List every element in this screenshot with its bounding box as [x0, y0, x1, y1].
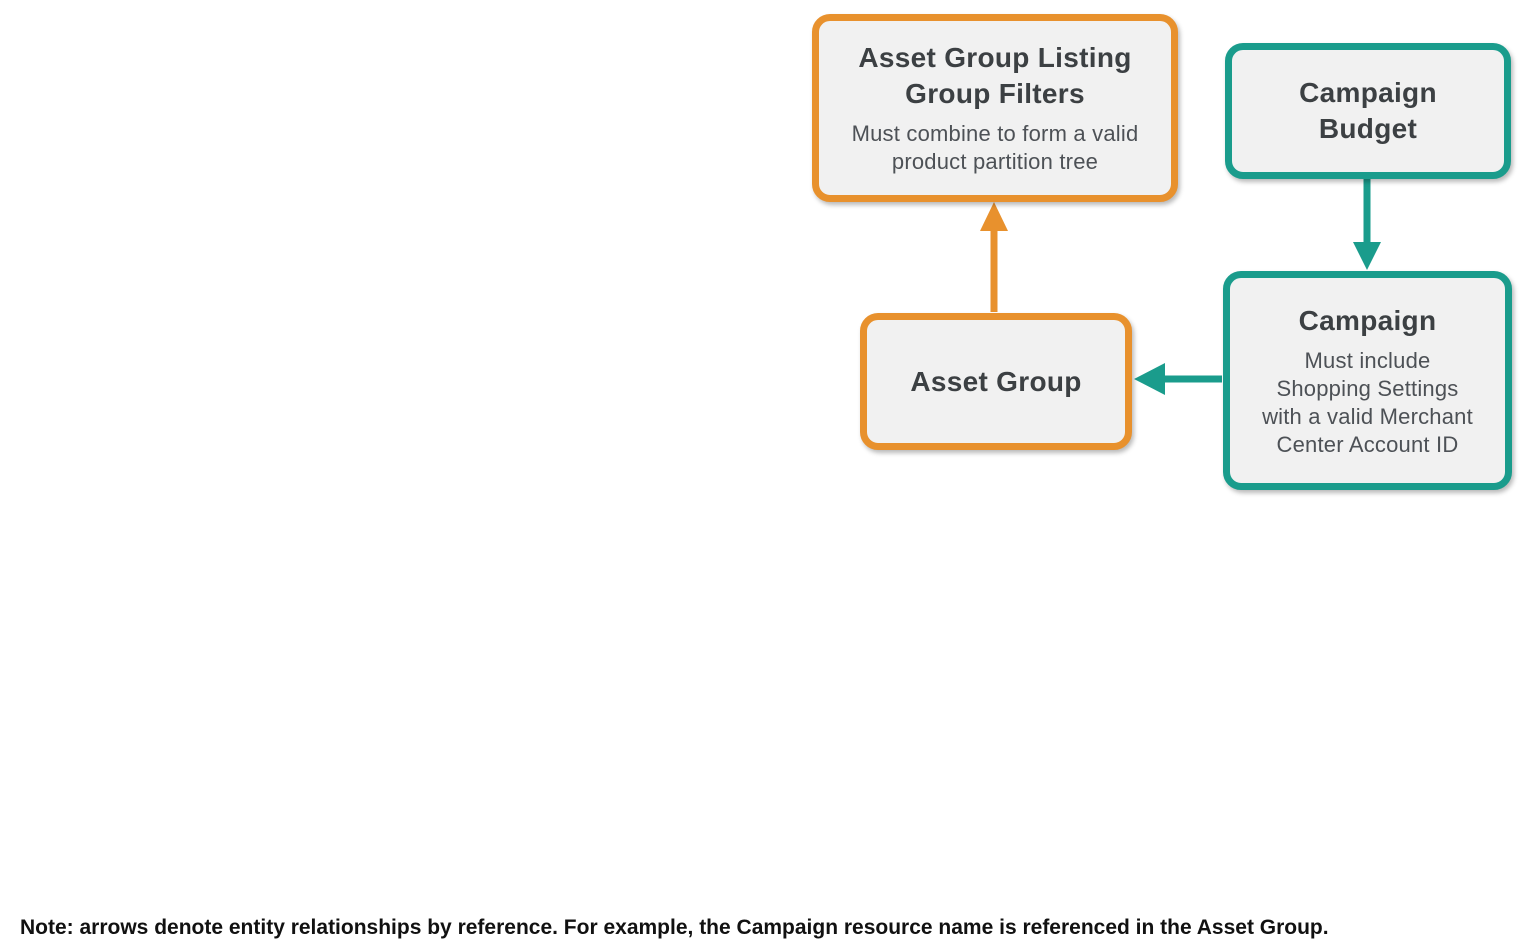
- node-asset-group-listing-group-filters: Asset Group Listing Group Filters Must c…: [812, 14, 1178, 202]
- arrow-asset-group-to-listing-filters: [980, 202, 1008, 312]
- node-title: Campaign Budget: [1299, 75, 1437, 147]
- arrow-campaign-to-asset-group: [1134, 363, 1222, 395]
- node-title-line: Asset Group Listing: [858, 42, 1132, 73]
- node-title-line: Budget: [1318, 113, 1418, 144]
- arrow-campaign-budget-to-campaign: [1353, 178, 1381, 270]
- node-title-line: Campaign: [1299, 77, 1437, 108]
- node-subtitle-line: Shopping Settings: [1276, 375, 1459, 401]
- node-title: Asset Group Listing Group Filters: [858, 40, 1131, 112]
- node-subtitle-line: product partition tree: [891, 149, 1099, 174]
- node-campaign-budget: Campaign Budget: [1225, 43, 1511, 179]
- node-subtitle: Must include Shopping Settings with a va…: [1262, 347, 1473, 459]
- node-subtitle-line: Must include: [1304, 347, 1431, 373]
- node-title-line: Group Filters: [905, 78, 1085, 109]
- node-title-line: Campaign: [1298, 304, 1437, 336]
- node-title-line: Asset Group: [910, 365, 1082, 397]
- node-asset-group: Asset Group: [860, 313, 1132, 450]
- node-subtitle-line: Center Account ID: [1276, 431, 1459, 457]
- node-subtitle: Must combine to form a valid product par…: [852, 120, 1139, 176]
- node-subtitle-line: Must combine to form a valid: [851, 121, 1139, 146]
- node-title: Campaign: [1299, 303, 1437, 339]
- node-subtitle-line: with a valid Merchant: [1262, 403, 1473, 429]
- node-campaign: Campaign Must include Shopping Settings …: [1223, 271, 1512, 490]
- node-title: Asset Group: [910, 364, 1081, 400]
- note-text: Note: arrows denote entity relationships…: [20, 916, 1329, 939]
